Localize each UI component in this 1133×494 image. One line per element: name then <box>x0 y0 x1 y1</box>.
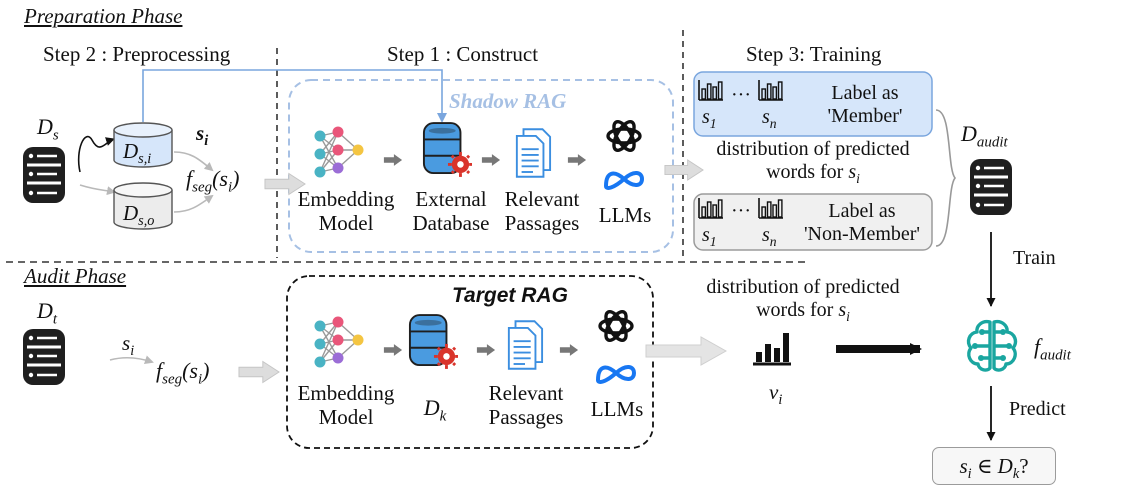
member-dots: ··· <box>731 84 751 106</box>
dt-label: Dt <box>37 298 58 328</box>
dso-to-fseg-arrow <box>173 194 214 213</box>
distribution-text-audit: distribution of predicted words for si <box>706 276 900 324</box>
embedding-model-icon-audit <box>313 316 365 369</box>
dk-to-passages-arrow <box>476 344 496 356</box>
dk-database-icon <box>408 314 458 370</box>
openai-icon <box>606 116 642 156</box>
passages-to-llm-arrow <box>567 154 587 166</box>
member-s1: s1 <box>702 106 717 131</box>
dso-cylinder <box>113 182 173 230</box>
llms-label-audit: LLMs <box>590 397 644 421</box>
faudit-label: faudit <box>1034 334 1071 364</box>
step1-title: Step 1 : Construct <box>387 42 539 66</box>
relevant-passages-icon-audit <box>507 320 544 370</box>
train-label: Train <box>1013 247 1056 269</box>
embed-to-dk-arrow <box>383 344 403 356</box>
passages-to-llm-arrow-audit <box>559 344 579 356</box>
meta-icon-audit <box>596 364 636 384</box>
training-brace <box>935 109 957 247</box>
nonmember-label-text: Label as'Non-Member' <box>803 200 921 245</box>
daudit-label: Daudit <box>961 121 1008 151</box>
dsi-cylinder <box>113 122 173 168</box>
step3-title: Step 3: Training <box>746 42 882 66</box>
vi-bars-icon <box>752 331 792 366</box>
si-to-fseg-audit-arrow <box>109 355 154 365</box>
llms-label: LLMs <box>598 203 652 227</box>
target-rag-title: Target RAG <box>452 284 568 307</box>
ds-label: Ds <box>37 114 59 144</box>
prediction-box: si ∈ Dk? <box>932 447 1056 485</box>
nonmember-label-box <box>693 193 933 251</box>
member-label-box <box>693 71 933 137</box>
predict-label: Predict <box>1009 398 1066 420</box>
target-rag-box <box>286 275 654 449</box>
fseg-label-audit: fseg(si) <box>156 358 210 388</box>
dsi-label: Ds,i <box>123 139 152 168</box>
db-to-passages-arrow <box>481 154 501 166</box>
fseg-to-target-arrow <box>238 361 280 383</box>
si-label-prep: si <box>196 121 209 150</box>
nonmember-sn: sn <box>762 224 777 249</box>
dso-label: Ds,o <box>123 201 155 230</box>
brain-icon <box>966 319 1018 372</box>
audit-phase-title: Audit Phase <box>24 264 127 288</box>
fseg-label-prep: fseg(si) <box>186 166 240 196</box>
member-label-text: Label as'Member' <box>827 82 903 127</box>
ds-database-icon <box>22 146 66 204</box>
ds-to-dso-arrow <box>79 184 116 196</box>
openai-icon-audit <box>598 306 634 346</box>
vi-label: vi <box>769 380 783 409</box>
shadow-rag-title: Shadow RAG <box>449 89 567 113</box>
ds-to-dsi-arrow <box>77 136 115 173</box>
member-sn: sn <box>762 106 777 131</box>
preparation-phase-title: Preparation Phase <box>24 4 183 28</box>
dsi-to-database-arrow <box>142 69 447 123</box>
embedding-model-icon <box>313 126 365 179</box>
external-database-icon <box>422 122 472 178</box>
si-label-audit: si <box>122 331 135 360</box>
embed-to-db-arrow <box>383 154 403 166</box>
daudit-database-icon <box>969 158 1013 216</box>
distribution-text-prep: distribution of predicted words for si <box>716 138 910 186</box>
dsi-to-fseg-arrow <box>173 151 214 172</box>
nonmember-dots: ··· <box>731 200 751 222</box>
relevant-passages-icon <box>515 128 552 178</box>
dk-label: Dk <box>423 395 447 425</box>
step2-title: Step 2 : Preprocessing <box>43 42 231 66</box>
dt-database-icon <box>22 328 66 386</box>
target-to-output-arrow <box>645 336 727 366</box>
meta-icon <box>604 170 644 190</box>
nonmember-s1: s1 <box>702 224 717 249</box>
